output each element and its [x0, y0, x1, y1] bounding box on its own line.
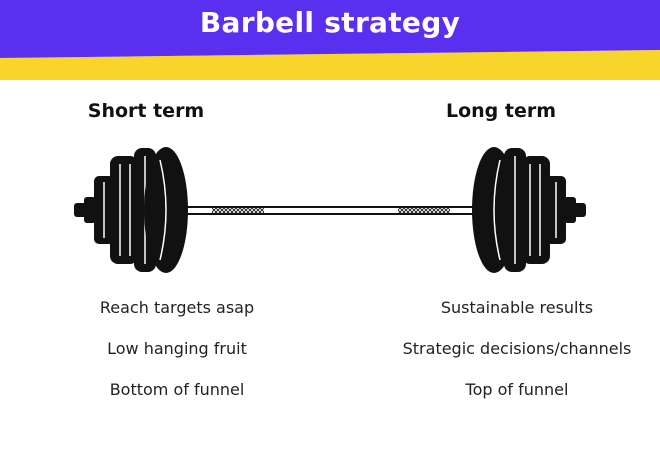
- header-band: [0, 0, 660, 58]
- short-term-heading: Short term: [87, 100, 205, 122]
- right-collar: [564, 197, 576, 223]
- right-sleeve-end: [572, 203, 586, 217]
- long-term-item: Sustainable results: [440, 298, 594, 317]
- short-term-list: Reach targets asap Low hanging fruit Bot…: [27, 292, 327, 415]
- short-term-item: Reach targets asap: [99, 298, 255, 317]
- knurl-left: [212, 208, 264, 213]
- left-plates: [94, 147, 188, 273]
- barbell-icon: [74, 147, 586, 273]
- long-term-list: Sustainable results Strategic decisions/…: [367, 292, 660, 415]
- short-term-item: Bottom of funnel: [109, 380, 245, 399]
- knurl-right: [398, 208, 450, 213]
- long-term-item: Strategic decisions/channels: [402, 339, 632, 358]
- long-term-heading: Long term: [445, 100, 557, 122]
- right-plates: [472, 147, 566, 273]
- header-shapes: [0, 0, 660, 80]
- page-title: Barbell strategy: [199, 6, 461, 39]
- long-term-item: Top of funnel: [465, 380, 569, 399]
- accent-stripe: [0, 50, 660, 80]
- left-collar: [84, 197, 96, 223]
- short-term-item: Low hanging fruit: [107, 339, 247, 358]
- header-banner: Barbell strategy: [0, 0, 660, 80]
